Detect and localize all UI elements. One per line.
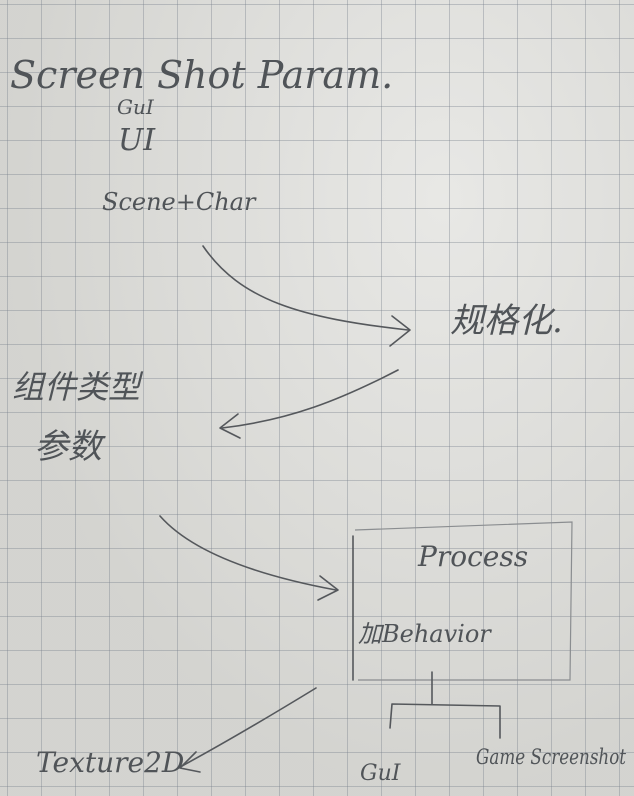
process-label: Process bbox=[417, 540, 528, 573]
add-behavior-label: 加Behavior bbox=[358, 620, 492, 648]
arrowhead-component bbox=[219, 413, 241, 439]
game-screenshot-label: Game Screenshot bbox=[476, 745, 626, 769]
scene-char-label: Scene+Char bbox=[102, 188, 257, 216]
branch-bracket bbox=[389, 703, 501, 739]
gui-label-top: GuI bbox=[117, 95, 155, 119]
ui-label: UI bbox=[118, 123, 156, 158]
title-label: Screen Shot Param. bbox=[10, 53, 393, 97]
arrow-to-component bbox=[221, 369, 399, 429]
arrow-to-normalize bbox=[202, 245, 409, 331]
component-type-label: 组件类型 bbox=[12, 368, 144, 406]
params-label: 参数 bbox=[34, 427, 106, 467]
arrow-to-process bbox=[159, 515, 337, 591]
arrowhead-normalize bbox=[389, 315, 411, 347]
arrowhead-process bbox=[317, 575, 339, 601]
normalize-label: 规格化. bbox=[450, 301, 563, 341]
arrow-to-texture bbox=[181, 687, 317, 767]
gui-label-bottom: GuI bbox=[360, 761, 402, 786]
arrowhead-texture bbox=[179, 751, 201, 773]
texture2d-label: Texture2D bbox=[36, 746, 184, 779]
process-box-border bbox=[354, 521, 573, 681]
